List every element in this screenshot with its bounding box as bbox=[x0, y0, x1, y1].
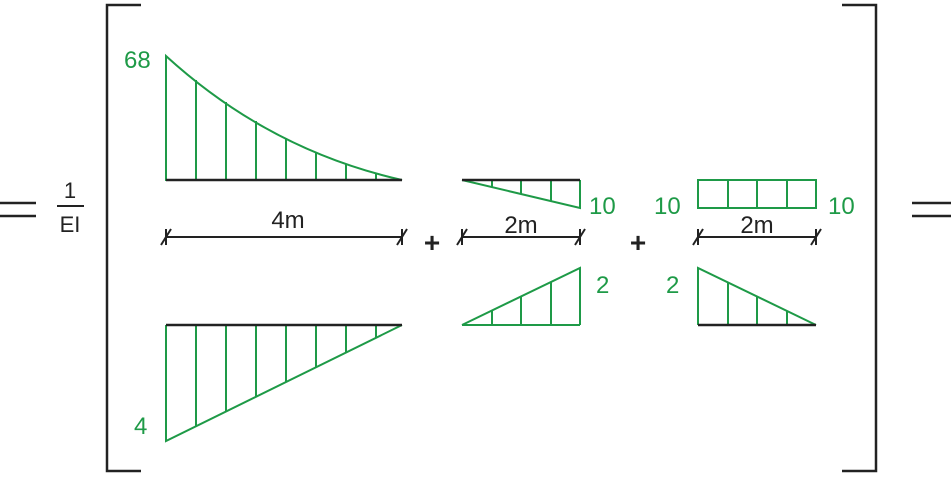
bracket-right bbox=[842, 3, 878, 473]
fraction-numerator: 1 bbox=[64, 178, 76, 203]
segment3-top-right-value-label: 10 bbox=[828, 193, 855, 220]
segment3-length-label: 2m bbox=[740, 212, 773, 239]
equals-sign-right bbox=[912, 201, 951, 218]
plus-operator-2: + bbox=[630, 227, 646, 258]
equals-sign-left bbox=[0, 201, 36, 218]
segment2-length-label: 2m bbox=[504, 212, 537, 239]
segment3-top-rectangle-diagram bbox=[697, 179, 817, 209]
fraction-denominator: EI bbox=[60, 212, 81, 237]
segment1-top-value-label: 68 bbox=[124, 47, 151, 74]
segment1-bottom-value-label: 4 bbox=[134, 413, 147, 440]
segment2-top-triangle-diagram bbox=[461, 179, 581, 210]
segment3-bottom-value-label: 2 bbox=[666, 272, 679, 299]
segment2-top-value-label: 10 bbox=[589, 193, 616, 220]
segment3-dimension-line bbox=[692, 228, 822, 246]
segment3-top-left-value-label: 10 bbox=[654, 193, 681, 220]
segment2-bottom-value-label: 2 bbox=[596, 272, 609, 299]
segment1-length-label: 4m bbox=[271, 207, 304, 234]
segment2-bottom-triangle-diagram bbox=[461, 266, 581, 326]
segment1-bottom-triangle-diagram bbox=[165, 324, 403, 443]
segment1-dimension-line bbox=[160, 228, 408, 246]
plus-operator-1: + bbox=[424, 227, 440, 258]
segment2-dimension-line bbox=[456, 228, 586, 246]
segment1-top-parabolic-diagram bbox=[165, 53, 403, 181]
fraction-one-over-ei: 1 EI bbox=[57, 178, 84, 237]
segment3-bottom-triangle-diagram bbox=[697, 266, 817, 326]
bracket-left bbox=[105, 3, 141, 473]
